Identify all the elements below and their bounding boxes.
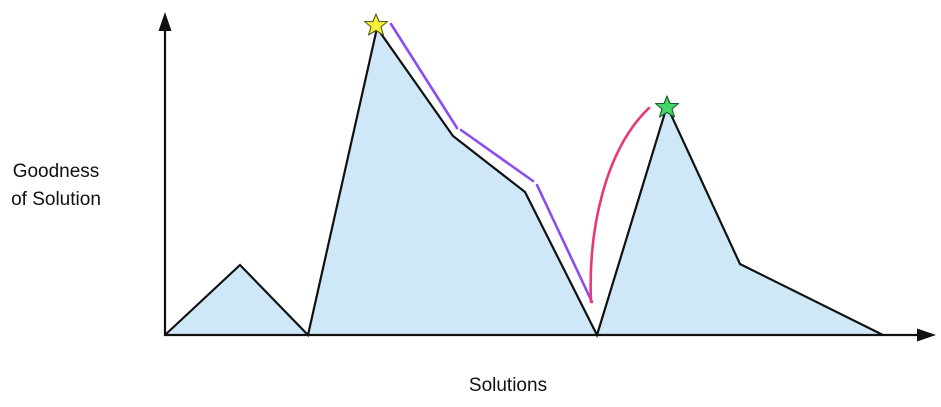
y-axis [158, 12, 172, 336]
landscape-area [165, 28, 883, 335]
y-axis-arrowhead [158, 12, 172, 31]
yellow-star-icon [363, 13, 389, 36]
search-path-purple [389, 22, 594, 304]
search-path-pink [589, 106, 651, 304]
x-axis-arrowhead [917, 328, 936, 342]
y-axis-label-line2: of Solution [11, 189, 101, 210]
green-star-icon [654, 95, 680, 118]
landscape-outline [164, 25, 884, 338]
y-axis-label-line1: Goodness [13, 161, 100, 182]
x-axis-label: Solutions [469, 375, 547, 396]
x-axis [164, 328, 936, 342]
